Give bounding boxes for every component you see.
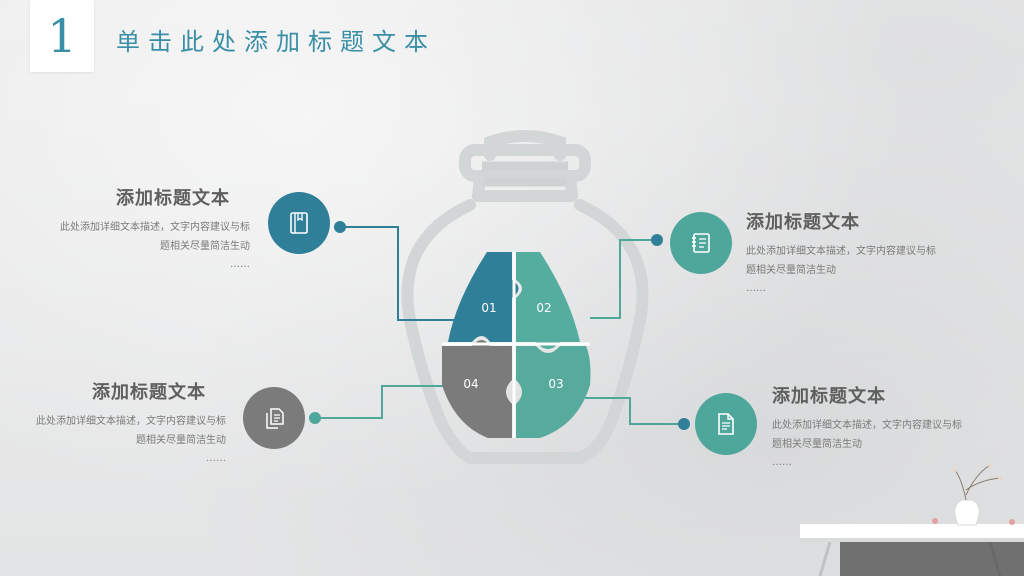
item-1-description[interactable]: 此处添加详细文本描述，文字内容建议与标题相关尽量简洁生动	[60, 222, 250, 252]
item-2-ellipsis: ……	[746, 283, 766, 294]
item-3-ellipsis: ……	[206, 453, 226, 464]
puzzle	[442, 252, 591, 438]
item-4-description[interactable]: 此处添加详细文本描述，文字内容建议与标题相关尽量简洁生动	[772, 420, 962, 450]
puzzle-labels: 01 02 03 04	[463, 301, 563, 391]
puzzle-piece-03	[516, 346, 591, 438]
item-2-icon-circle[interactable]	[670, 212, 732, 274]
connectors	[315, 226, 684, 425]
puzzle-piece-04	[442, 340, 512, 438]
puzzle-piece-02	[516, 252, 580, 349]
notepad-icon	[692, 233, 710, 253]
item-1-icon-circle[interactable]	[268, 192, 330, 254]
bulb-cap	[482, 161, 568, 187]
puzzle-label-02: 02	[536, 301, 551, 315]
puzzle-label-04: 04	[463, 377, 478, 391]
item-4-title[interactable]: 添加标题文本	[772, 386, 886, 407]
slide-number-box: 1	[30, 0, 94, 72]
documents-icon	[266, 408, 284, 429]
item-1-title[interactable]: 添加标题文本	[116, 188, 230, 209]
notebook-icon	[290, 212, 308, 234]
vase-decoration	[932, 463, 1015, 526]
item-1-ellipsis: ……	[230, 259, 250, 270]
puzzle-label-01: 01	[481, 301, 496, 315]
item-4-icon-circle[interactable]	[695, 393, 757, 455]
item-3-description[interactable]: 此处添加详细文本描述，文字内容建议与标题相关尽量简洁生动	[36, 416, 226, 446]
puzzle-label-03: 03	[548, 377, 563, 391]
connector-dots	[309, 221, 690, 430]
item-3-icon-circle[interactable]	[243, 387, 305, 449]
item-2-description[interactable]: 此处添加详细文本描述，文字内容建议与标题相关尽量简洁生动	[746, 246, 936, 276]
bulb-outline	[401, 130, 649, 464]
document-icon	[718, 413, 734, 435]
item-4-ellipsis: ……	[772, 457, 792, 468]
item-3-title[interactable]: 添加标题文本	[92, 382, 206, 403]
puzzle-piece-01	[448, 252, 519, 342]
slide-title[interactable]: 单击此处添加标题文本	[116, 28, 436, 56]
table-decoration	[800, 524, 1024, 576]
slide-number: 1	[47, 9, 77, 63]
item-2-title[interactable]: 添加标题文本	[746, 212, 860, 233]
